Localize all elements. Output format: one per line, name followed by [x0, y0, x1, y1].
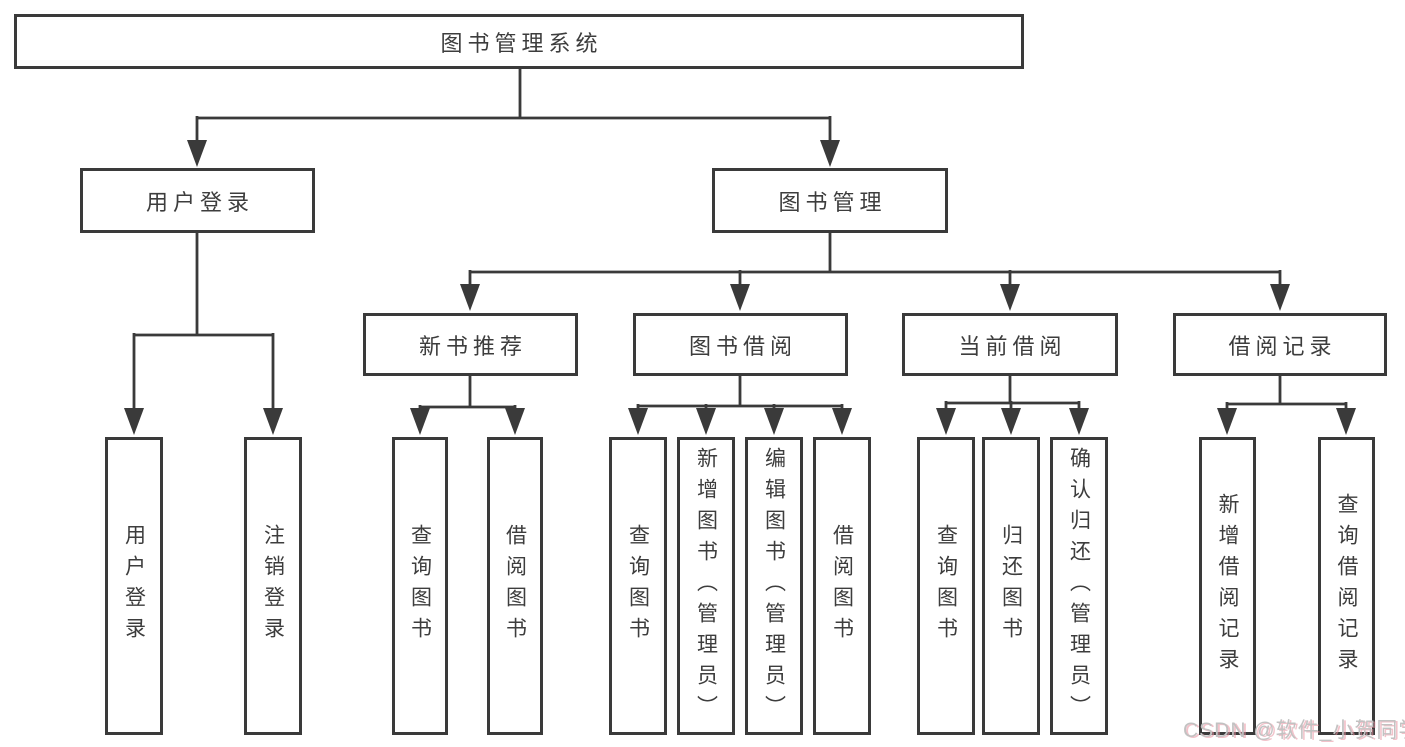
leaf-label: 编辑图书（管理员） [762, 446, 786, 726]
node-book-mgmt: 图书管理 [712, 168, 948, 233]
leaf-confirm-return-admin: 确认归还（管理员） [1050, 437, 1108, 735]
leaf-add-borrow-record: 新增借阅记录 [1199, 437, 1256, 735]
leaf-label: 用户登录 [122, 524, 146, 648]
node-root: 图书管理系统 [14, 14, 1024, 69]
arrow-down-icon [1217, 408, 1237, 435]
connector-user-login-to-leaves [124, 233, 283, 435]
node-borrow-record: 借阅记录 [1173, 313, 1387, 376]
arrow-down-icon [1270, 284, 1290, 311]
arrow-down-icon [820, 140, 840, 167]
arrow-down-icon [696, 408, 716, 435]
arrow-down-icon [410, 408, 430, 435]
arrow-down-icon [628, 408, 648, 435]
node-new-book-recommend-label: 新书推荐 [418, 333, 527, 359]
node-user-login: 用户登录 [80, 168, 315, 233]
connector-root-to-level2 [187, 69, 840, 167]
node-root-label: 图书管理系统 [440, 30, 603, 56]
leaf-borrow-book-1: 借阅图书 [487, 437, 543, 735]
leaf-label: 新增图书（管理员） [694, 446, 718, 726]
leaf-logout: 注销登录 [244, 437, 302, 735]
leaf-label: 查询图书 [934, 524, 958, 648]
leaf-return-book: 归还图书 [982, 437, 1040, 735]
arrow-down-icon [764, 408, 784, 435]
arrow-down-icon [1069, 408, 1089, 435]
arrow-down-icon [460, 284, 480, 311]
connector-current-borrow-to-leaves [936, 376, 1089, 435]
leaf-label: 查询借阅记录 [1335, 493, 1358, 679]
arrow-down-icon [505, 408, 525, 435]
leaf-add-book-admin: 新增图书（管理员） [677, 437, 735, 735]
leaf-query-borrow-record: 查询借阅记录 [1318, 437, 1375, 735]
arrow-down-icon [263, 408, 283, 435]
leaf-query-book-3: 查询图书 [917, 437, 975, 735]
leaf-borrow-book-2: 借阅图书 [813, 437, 871, 735]
node-book-borrow-label: 图书借阅 [688, 333, 797, 359]
arrow-down-icon [124, 408, 144, 435]
leaf-user-login: 用户登录 [105, 437, 163, 735]
leaf-label: 新增借阅记录 [1216, 493, 1239, 679]
connector-book-mgmt-to-level3 [460, 233, 1290, 311]
node-borrow-record-label: 借阅记录 [1228, 333, 1337, 359]
leaf-label: 查询图书 [408, 524, 432, 648]
arrow-down-icon [187, 140, 207, 167]
arrow-down-icon [832, 408, 852, 435]
leaf-query-book-2: 查询图书 [609, 437, 667, 735]
leaf-label: 查询图书 [626, 524, 650, 648]
arrow-down-icon [936, 408, 956, 435]
connector-new-book-to-leaves [410, 376, 525, 435]
arrow-down-icon [730, 284, 750, 311]
connector-borrow-record-to-leaves [1217, 376, 1356, 435]
csdn-watermark: CSDN @软件_小贺同学 [1183, 719, 1405, 742]
node-book-borrow: 图书借阅 [633, 313, 848, 376]
node-new-book-recommend: 新书推荐 [363, 313, 578, 376]
leaf-label: 借阅图书 [830, 524, 854, 648]
node-current-borrow: 当前借阅 [902, 313, 1118, 376]
node-current-borrow-label: 当前借阅 [958, 333, 1067, 359]
leaf-query-book-1: 查询图书 [392, 437, 448, 735]
connector-book-borrow-to-leaves [628, 376, 852, 435]
leaf-edit-book-admin: 编辑图书（管理员） [745, 437, 803, 735]
node-book-mgmt-label: 图书管理 [778, 189, 887, 215]
arrow-down-icon [1336, 408, 1356, 435]
leaf-label: 归还图书 [999, 524, 1023, 648]
arrow-down-icon [1000, 284, 1020, 311]
leaf-label: 注销登录 [261, 524, 285, 648]
node-user-login-label: 用户登录 [145, 189, 254, 215]
arrow-down-icon [1001, 408, 1021, 435]
leaf-label: 确认归还（管理员） [1067, 446, 1091, 726]
leaf-label: 借阅图书 [503, 524, 527, 648]
